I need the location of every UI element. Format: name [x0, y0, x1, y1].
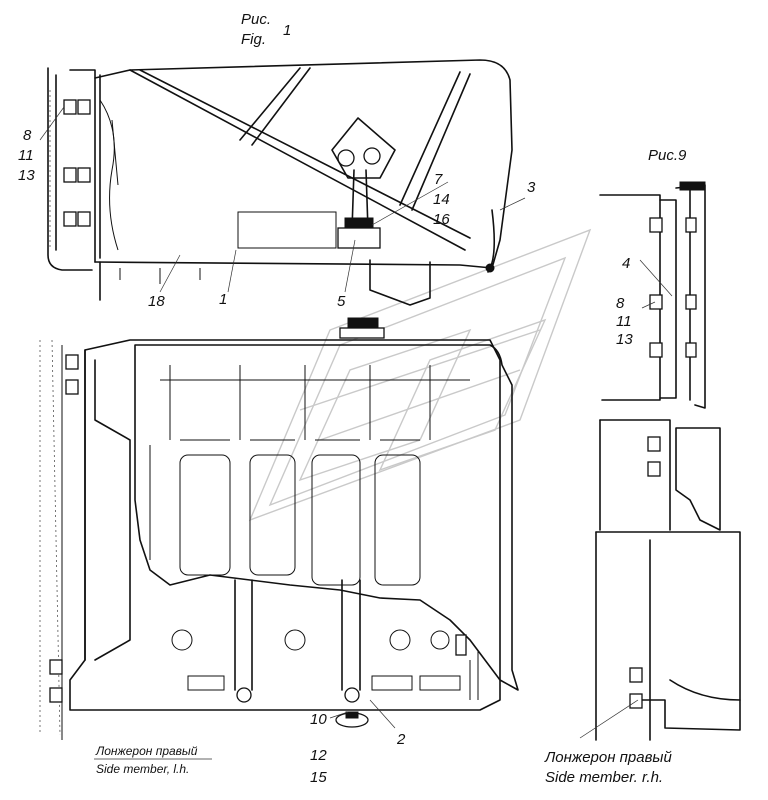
bolt-group-top — [63, 99, 91, 227]
bolt-group-left — [49, 354, 79, 703]
callout-18: 18 — [148, 293, 165, 310]
callout-15: 15 — [310, 769, 327, 786]
callout-4: 4 — [622, 255, 630, 272]
note-left-ru: Лонжерон правый — [95, 744, 198, 758]
note-right-ru: Лонжерон правый — [544, 749, 672, 766]
battery-box-plan-view — [39, 317, 519, 740]
callout-1: 1 — [219, 291, 227, 308]
battery-box-side-view — [47, 59, 513, 306]
callout-7: 7 — [434, 171, 443, 188]
callout-16: 16 — [433, 211, 450, 228]
fig-caption-ru: Рис. — [241, 11, 271, 28]
inset-caption: Рис.9 — [648, 147, 687, 164]
callout-12: 12 — [310, 747, 327, 764]
side-member-rh-detail — [595, 419, 741, 741]
callout-8: 8 — [23, 127, 32, 144]
callout-2: 2 — [396, 731, 406, 748]
callout-11-inset: 11 — [616, 313, 632, 330]
fig-caption-number: 1 — [283, 22, 291, 39]
inset-figure-9 — [599, 181, 706, 409]
watermark-logo — [248, 228, 592, 522]
note-left-en: Side member, l.h. — [96, 762, 189, 776]
callout-5: 5 — [337, 293, 346, 310]
leader-lines — [39, 106, 673, 739]
callout-3: 3 — [527, 179, 536, 196]
callout-8-inset: 8 — [616, 295, 625, 312]
clamp-assembly — [331, 117, 396, 249]
callout-13: 13 — [18, 167, 35, 184]
callout-13-inset: 13 — [616, 331, 633, 348]
fig-caption-en: Fig. — [241, 31, 266, 48]
note-right-en: Side member. r.h. — [545, 769, 663, 786]
callout-14: 14 — [433, 191, 450, 208]
callout-10: 10 — [310, 711, 327, 728]
callout-11: 11 — [18, 147, 34, 164]
